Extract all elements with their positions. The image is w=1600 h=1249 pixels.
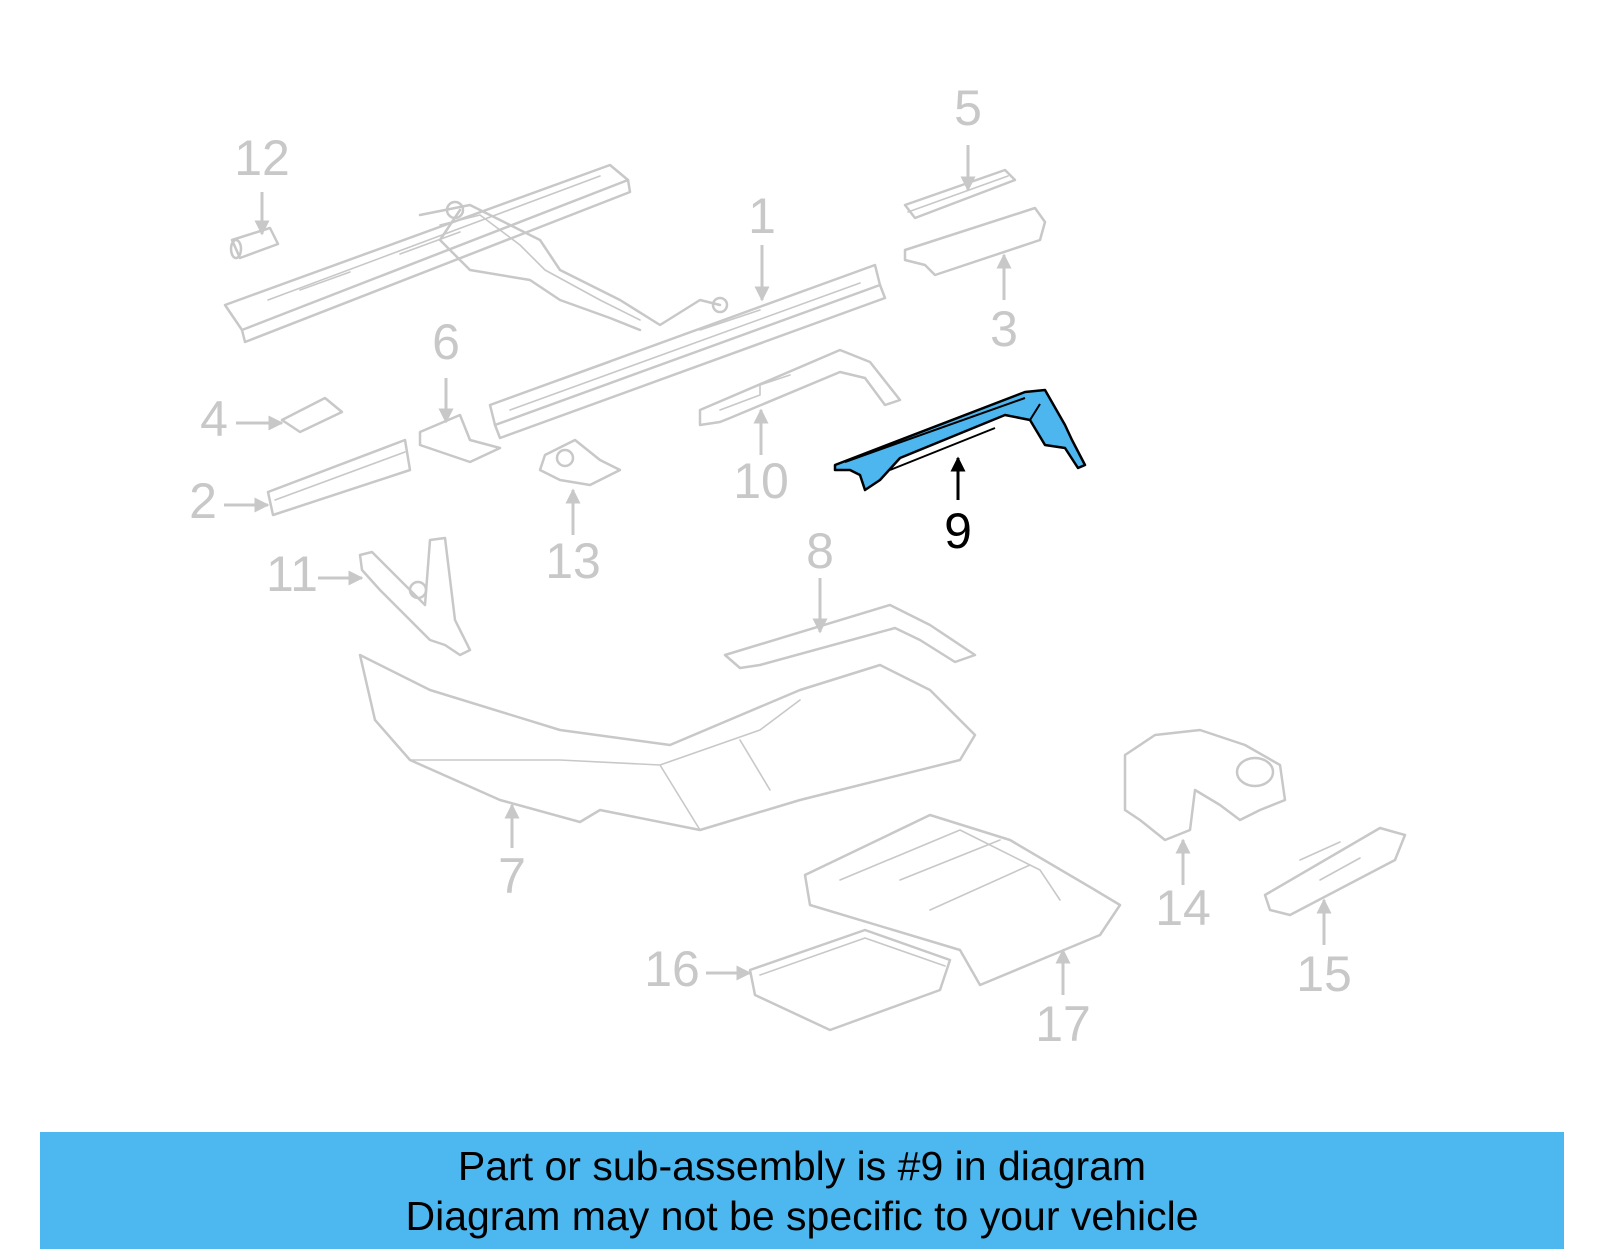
banner-line-2: Diagram may not be specific to your vehi… <box>405 1192 1199 1239</box>
part-6-bracket <box>418 413 502 464</box>
part-2-member <box>266 438 412 517</box>
banner-line-1: Part or sub-assembly is #9 in diagram <box>457 1142 1147 1189</box>
callout-2[interactable]: 2 <box>189 473 217 529</box>
part-17-tub <box>803 813 1122 987</box>
part-14-bracket <box>1123 728 1287 842</box>
part-8-panel <box>723 603 977 670</box>
parts-diagram: 1 2 3 4 5 6 7 8 9 10 11 12 13 14 15 16 1… <box>189 80 1407 1052</box>
callout-9[interactable]: 9 <box>944 503 972 559</box>
callout-8[interactable]: 8 <box>806 523 834 579</box>
part-11-bracket <box>358 536 472 657</box>
callout-15[interactable]: 15 <box>1296 946 1352 1002</box>
part-9-highlighted <box>833 388 1087 492</box>
callout-14[interactable]: 14 <box>1155 880 1211 936</box>
callout-7[interactable]: 7 <box>498 848 526 904</box>
part-16-tray <box>748 928 952 1032</box>
part-4-bracket <box>280 396 344 434</box>
part-15-bracket <box>1263 826 1407 917</box>
part-13-mount <box>538 438 622 487</box>
callout-12[interactable]: 12 <box>234 130 290 186</box>
leaders <box>224 145 1332 995</box>
part-7-bumper <box>358 653 977 832</box>
callouts: 1 2 3 4 5 6 7 8 9 10 11 12 13 14 15 16 1… <box>189 80 1352 1052</box>
callout-1[interactable]: 1 <box>748 188 776 244</box>
callout-10[interactable]: 10 <box>733 453 789 509</box>
part-5-plate <box>903 168 1017 220</box>
callout-16[interactable]: 16 <box>644 941 700 997</box>
callout-13[interactable]: 13 <box>545 533 601 589</box>
part-1-frame <box>223 163 887 440</box>
part-12-plug <box>229 226 280 260</box>
callout-5[interactable]: 5 <box>954 80 982 136</box>
part-10-rail <box>698 348 902 427</box>
callout-17[interactable]: 17 <box>1035 996 1091 1052</box>
callout-3[interactable]: 3 <box>990 301 1018 357</box>
part-3-rail <box>903 206 1047 277</box>
callout-11[interactable]: 11 <box>266 546 318 602</box>
callout-4[interactable]: 4 <box>200 391 228 447</box>
info-banner: Part or sub-assembly is #9 in diagram Di… <box>40 1132 1564 1249</box>
callout-6[interactable]: 6 <box>432 314 460 370</box>
